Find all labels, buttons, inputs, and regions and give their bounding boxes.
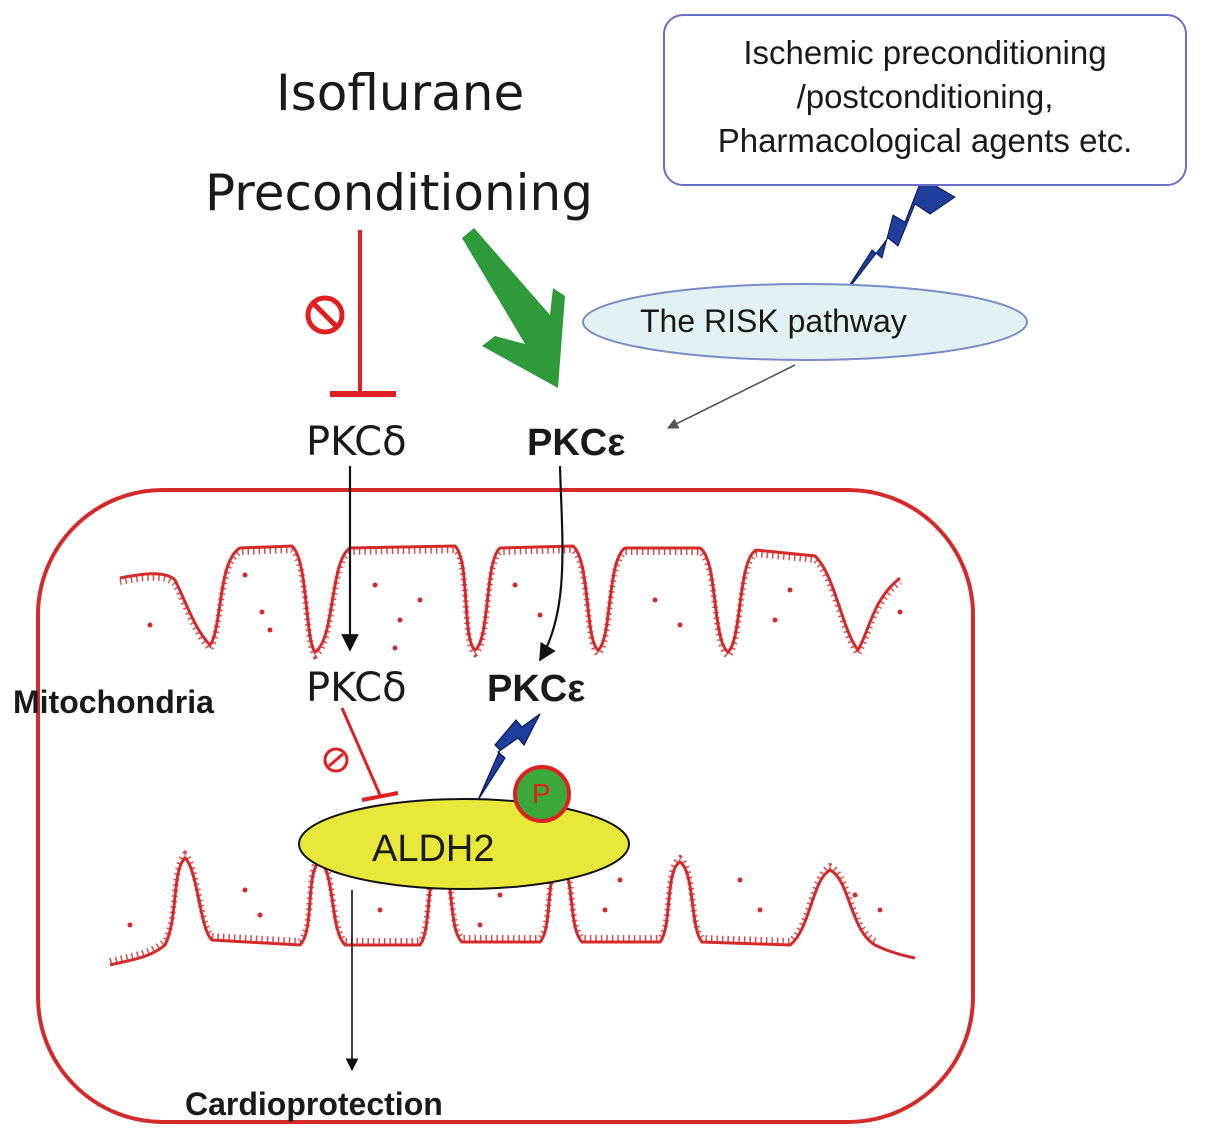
upper-cristae-texture xyxy=(119,546,902,660)
mitochondria-outer-membrane xyxy=(36,488,975,1124)
risk-pathway-ellipse xyxy=(582,283,1028,361)
pkc-epsilon-mito-label: PKCε xyxy=(487,668,586,710)
pkc-epsilon-translocation-arrow xyxy=(539,465,564,662)
lightning-bolt-lower-icon xyxy=(477,713,541,801)
inhibit-bar-aldh2 xyxy=(361,791,399,802)
stimulus-line-1: Ischemic preconditioning xyxy=(743,34,1107,71)
pkc-delta-cytosol-label: PKCδ xyxy=(306,419,407,465)
aldh2-label: ALDH2 xyxy=(372,828,495,870)
upper-cristae xyxy=(119,544,901,654)
risk-pathway-label: The RISK pathway xyxy=(640,303,907,339)
matrix-dots xyxy=(127,572,903,928)
no-symbol-icon xyxy=(305,295,345,335)
title-line-2: Preconditioning xyxy=(205,164,593,222)
stimulus-line-2: /postconditioning, xyxy=(796,78,1054,115)
stimulus-line-3: Pharmacological agents etc. xyxy=(717,122,1133,159)
risk-to-pkc-epsilon-arrow xyxy=(666,364,796,429)
cardioprotection-label: Cardioprotection xyxy=(185,1086,443,1122)
lightning-bolt-upper-icon xyxy=(839,177,956,301)
mitochondria-label: Mitochondria xyxy=(13,684,214,720)
pkc-epsilon-cytosol-label: PKCε xyxy=(527,422,626,464)
stimulus-box: Ischemic preconditioning /postconditioni… xyxy=(663,14,1187,186)
small-no-symbol-icon xyxy=(323,747,349,773)
phospho-label: P xyxy=(532,778,551,809)
phosphorylation-circle xyxy=(513,765,571,823)
pkc-delta-mito-label: PKCδ xyxy=(306,665,407,711)
activate-arrow-pkc-epsilon xyxy=(462,228,565,388)
inhibit-line-aldh2 xyxy=(340,707,382,796)
title-line-1: Isoflurane xyxy=(276,64,525,122)
